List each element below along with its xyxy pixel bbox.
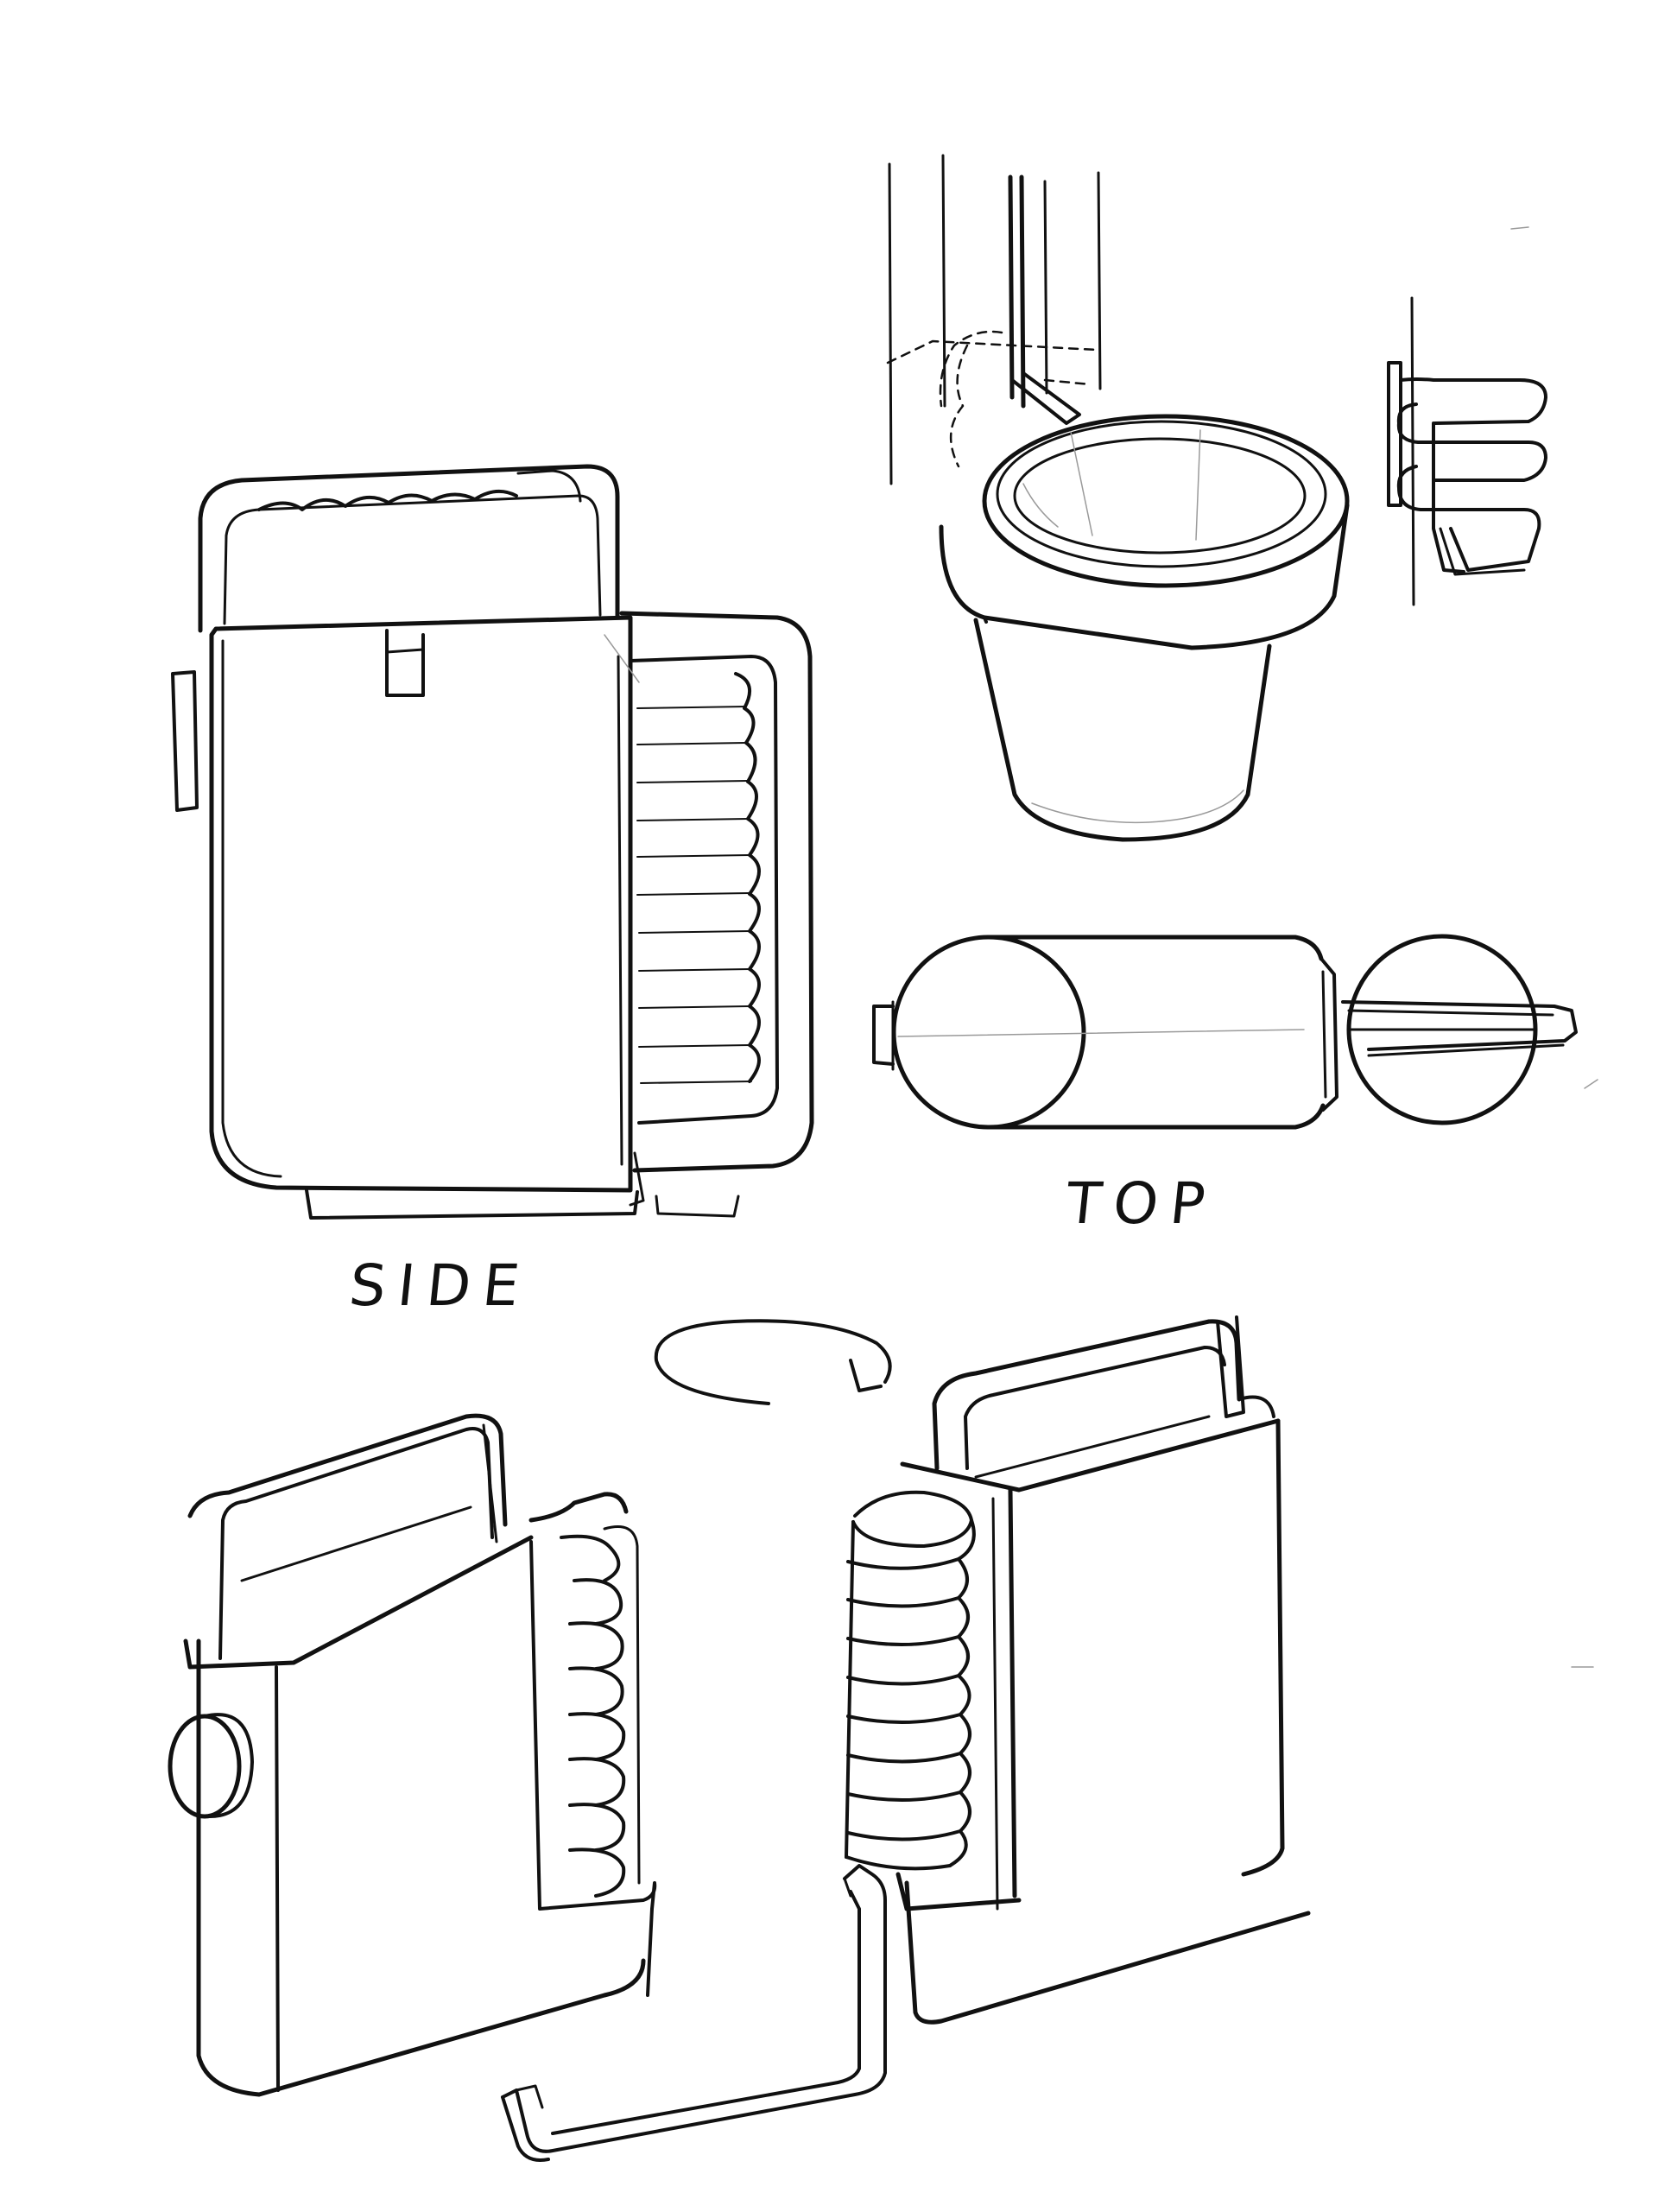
side-view-label: SIDE [345,1252,535,1319]
side-view-drawing [171,464,814,1220]
construction-marks [1510,226,1598,1668]
top-view-label: TOP [1062,1170,1221,1237]
pot-wall-drawing [886,154,1547,842]
rotation-arrow [654,1319,892,1405]
iso-view-right-drawing [501,1315,1311,2162]
top-view-drawing [872,934,1578,1130]
iso-view-left-drawing [168,1413,657,2097]
